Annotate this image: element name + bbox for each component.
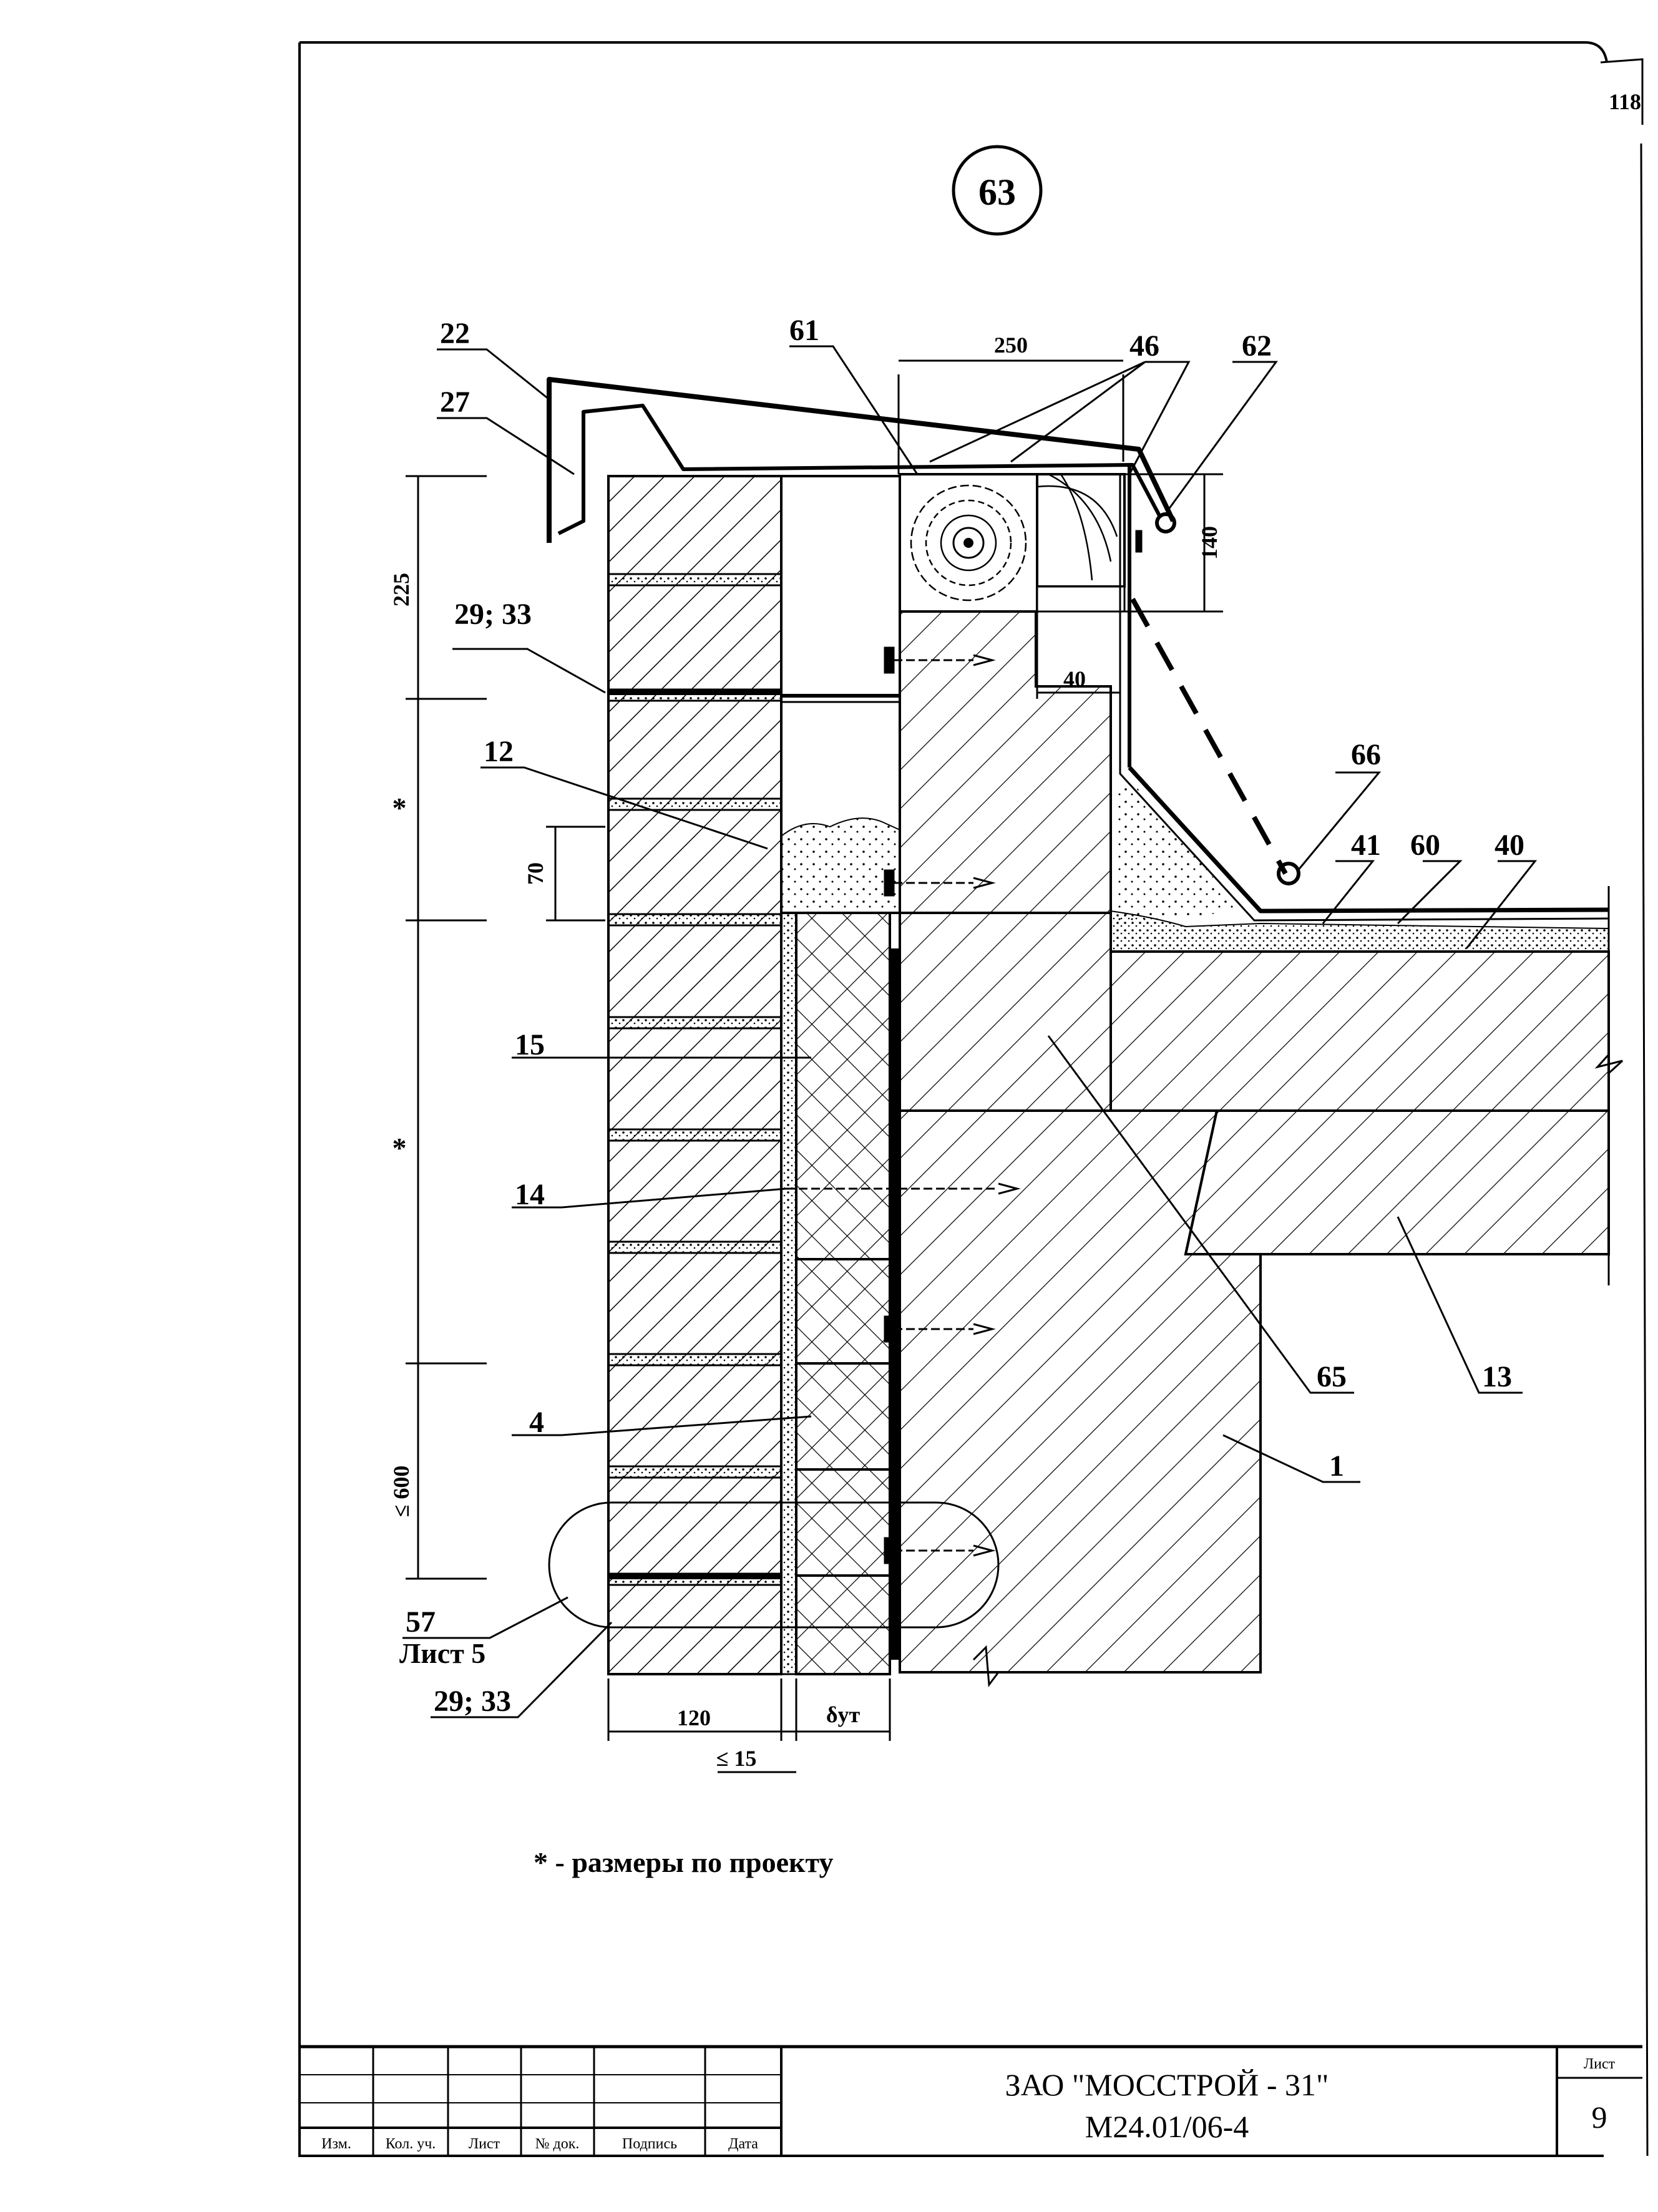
label-61: 61	[789, 314, 819, 347]
tb-header-qty: Кол. уч.	[386, 2136, 436, 2152]
sheet-corner-number: 118	[1609, 89, 1641, 114]
title-block	[300, 2045, 1642, 2156]
label-1: 1	[1329, 1449, 1344, 1483]
tb-header-sheet: Лист	[469, 2136, 500, 2152]
label-13: 13	[1482, 1360, 1512, 1393]
label-40: 40	[1495, 829, 1524, 862]
label-15: 15	[515, 1028, 545, 1061]
leader-lines	[402, 345, 1538, 1718]
label-4: 4	[529, 1406, 544, 1439]
label-65: 65	[1317, 1360, 1347, 1393]
slope-line	[1130, 598, 1300, 885]
tb-header-rev: Изм.	[321, 2136, 351, 2152]
tb-company: ЗАО "МОССТРОЙ - 31"	[1005, 2067, 1329, 2102]
label-46: 46	[1129, 329, 1159, 363]
dim-140: 140	[1197, 526, 1222, 560]
dim-15: ≤ 15	[716, 1746, 757, 1771]
label-62: 62	[1242, 329, 1272, 363]
callout-oval-57	[548, 1501, 1000, 1629]
tb-header-signature: Подпись	[622, 2136, 677, 2152]
parapet-cavity	[780, 475, 901, 914]
dim-225: 225	[389, 573, 414, 607]
footnote: * - размеры по проекту	[534, 1846, 833, 1878]
label-66: 66	[1351, 738, 1381, 771]
dim-120: 120	[677, 1705, 711, 1730]
label-57-sheet: Лист 5	[399, 1637, 485, 1669]
brick-wall	[607, 475, 783, 1675]
tb-header-date: Дата	[728, 2136, 758, 2152]
tb-sheet-label: Лист	[1584, 2056, 1616, 2072]
dimension-texts: 250 140 40 225 70 * * ≤ 600 120 δут ≤ 15	[389, 333, 1222, 1771]
tb-doc-code: М24.01/06-4	[1085, 2109, 1249, 2144]
tb-header-docnum: № док.	[535, 2136, 580, 2152]
insulation-layer	[780, 912, 899, 1675]
sheet-frame	[298, 41, 1649, 2157]
timber-bars	[899, 473, 1126, 613]
dim-star-2: *	[393, 1132, 407, 1164]
dimension-lines	[406, 359, 1223, 1773]
dim-40: 40	[1063, 666, 1086, 691]
detail-number: 63	[978, 172, 1016, 213]
dim-600: ≤ 600	[389, 1466, 414, 1518]
fasteners	[786, 646, 1021, 1564]
tb-sheet-number: 9	[1592, 2100, 1607, 2135]
dim-250: 250	[994, 333, 1028, 358]
label-29-33-top: 29; 33	[454, 598, 532, 631]
label-27: 27	[440, 386, 470, 419]
label-29-33-bottom: 29; 33	[434, 1685, 511, 1718]
label-14: 14	[515, 1178, 545, 1211]
label-60: 60	[1410, 829, 1440, 862]
dim-70: 70	[523, 862, 548, 885]
item-labels: 22 27 61 46 62 29; 33 12 66 41 60 40 15 …	[399, 314, 1524, 1718]
label-57: 57	[406, 1605, 436, 1639]
dim-insulation: δут	[826, 1702, 861, 1727]
concrete-structure	[899, 610, 1624, 1688]
label-41: 41	[1351, 829, 1381, 862]
label-12: 12	[484, 735, 514, 768]
dim-star-1: *	[393, 792, 407, 824]
label-22: 22	[440, 317, 470, 350]
detail-number-circle	[952, 145, 1043, 236]
title-block-headers: Изм. Кол. уч. Лист № док. Подпись Дата	[321, 2136, 758, 2152]
